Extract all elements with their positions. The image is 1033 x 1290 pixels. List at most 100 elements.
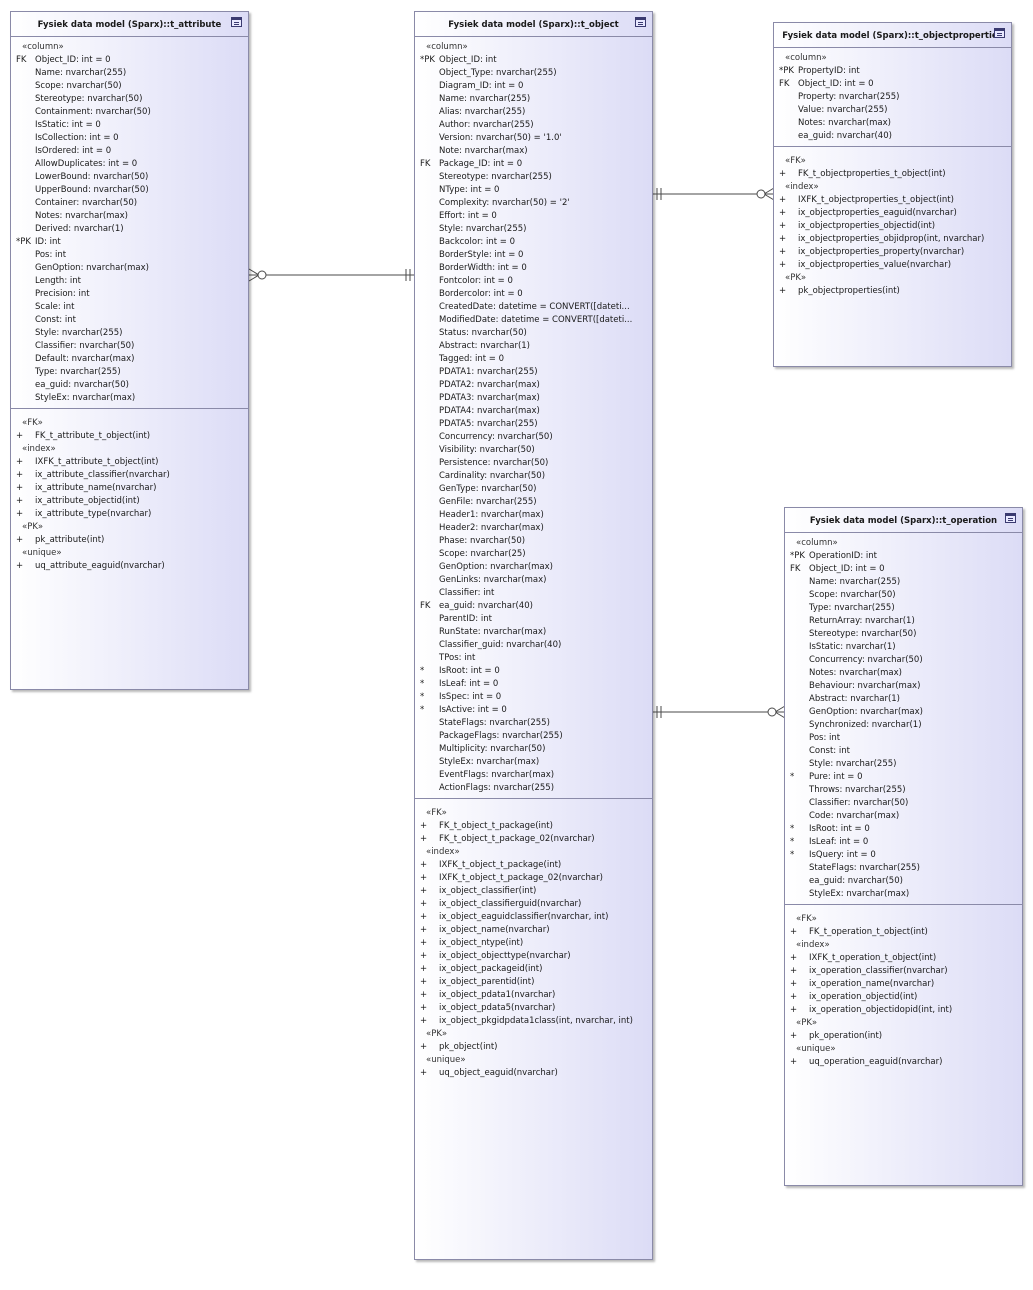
operation-row[interactable]: +FK_t_attribute_t_object(int) [11, 430, 248, 443]
column-row[interactable]: Persistence: nvarchar(50) [415, 457, 652, 470]
column-row[interactable]: Backcolor: int = 0 [415, 236, 652, 249]
operation-row[interactable]: +IXFK_t_object_t_package(int) [415, 859, 652, 872]
column-row[interactable]: *IsRoot: int = 0 [785, 823, 1022, 836]
operation-row[interactable]: +ix_attribute_classifier(nvarchar) [11, 469, 248, 482]
column-row[interactable]: BorderWidth: int = 0 [415, 262, 652, 275]
column-row[interactable]: Note: nvarchar(max) [415, 145, 652, 158]
column-row[interactable]: BorderStyle: int = 0 [415, 249, 652, 262]
column-row[interactable]: StateFlags: nvarchar(255) [785, 862, 1022, 875]
column-row[interactable]: Classifier_guid: nvarchar(40) [415, 639, 652, 652]
column-row[interactable]: Derived: nvarchar(1) [11, 223, 248, 236]
operation-row[interactable]: +ix_operation_objectid(int) [785, 991, 1022, 1004]
column-row[interactable]: Container: nvarchar(50) [11, 197, 248, 210]
column-row[interactable]: Author: nvarchar(255) [415, 119, 652, 132]
column-row[interactable]: Name: nvarchar(255) [785, 576, 1022, 589]
connector-objectproperties-object[interactable] [653, 187, 775, 201]
column-row[interactable]: Status: nvarchar(50) [415, 327, 652, 340]
column-row[interactable]: *Pure: int = 0 [785, 771, 1022, 784]
column-row[interactable]: IsOrdered: int = 0 [11, 145, 248, 158]
column-row[interactable]: ActionFlags: nvarchar(255) [415, 782, 652, 795]
column-row[interactable]: *IsQuery: int = 0 [785, 849, 1022, 862]
column-row[interactable]: Scope: nvarchar(50) [785, 589, 1022, 602]
column-row[interactable]: *IsActive: int = 0 [415, 704, 652, 717]
column-row[interactable]: ea_guid: nvarchar(50) [11, 379, 248, 392]
column-row[interactable]: Default: nvarchar(max) [11, 353, 248, 366]
column-row[interactable]: Scope: nvarchar(50) [11, 80, 248, 93]
column-row[interactable]: Classifier: nvarchar(50) [785, 797, 1022, 810]
column-row[interactable]: Stereotype: nvarchar(50) [11, 93, 248, 106]
column-row[interactable]: Name: nvarchar(255) [415, 93, 652, 106]
operation-row[interactable]: +uq_operation_eaguid(nvarchar) [785, 1056, 1022, 1069]
entity-t_objectproperties[interactable]: Fysiek data model (Sparx)::t_objectprope… [773, 22, 1012, 367]
column-row[interactable]: *IsSpec: int = 0 [415, 691, 652, 704]
operation-row[interactable]: +uq_object_eaguid(nvarchar) [415, 1067, 652, 1080]
column-row[interactable]: Object_Type: nvarchar(255) [415, 67, 652, 80]
operation-row[interactable]: +ix_attribute_name(nvarchar) [11, 482, 248, 495]
column-row[interactable]: Type: nvarchar(255) [11, 366, 248, 379]
column-row[interactable]: PDATA5: nvarchar(255) [415, 418, 652, 431]
operation-row[interactable]: +ix_object_classifier(int) [415, 885, 652, 898]
column-row[interactable]: GenOption: nvarchar(max) [11, 262, 248, 275]
column-row[interactable]: GenOption: nvarchar(max) [415, 561, 652, 574]
column-row[interactable]: Notes: nvarchar(max) [785, 667, 1022, 680]
column-row[interactable]: Containment: nvarchar(50) [11, 106, 248, 119]
column-row[interactable]: GenType: nvarchar(50) [415, 483, 652, 496]
column-row[interactable]: ea_guid: nvarchar(40) [774, 130, 1011, 143]
operation-row[interactable]: +ix_object_ntype(int) [415, 937, 652, 950]
operation-row[interactable]: +IXFK_t_operation_t_object(int) [785, 952, 1022, 965]
column-row[interactable]: StateFlags: nvarchar(255) [415, 717, 652, 730]
column-row[interactable]: Multiplicity: nvarchar(50) [415, 743, 652, 756]
column-row[interactable]: Stereotype: nvarchar(50) [785, 628, 1022, 641]
column-row[interactable]: Stereotype: nvarchar(255) [415, 171, 652, 184]
column-row[interactable]: Synchronized: nvarchar(1) [785, 719, 1022, 732]
column-row[interactable]: RunState: nvarchar(max) [415, 626, 652, 639]
column-row[interactable]: PDATA4: nvarchar(max) [415, 405, 652, 418]
column-row[interactable]: Scale: int [11, 301, 248, 314]
operation-row[interactable]: +ix_operation_objectidopid(int, int) [785, 1004, 1022, 1017]
column-row[interactable]: PackageFlags: nvarchar(255) [415, 730, 652, 743]
column-row[interactable]: Type: nvarchar(255) [785, 602, 1022, 615]
column-row[interactable]: Visibility: nvarchar(50) [415, 444, 652, 457]
column-row[interactable]: IsStatic: nvarchar(1) [785, 641, 1022, 654]
column-row[interactable]: Value: nvarchar(255) [774, 104, 1011, 117]
column-row[interactable]: Concurrency: nvarchar(50) [785, 654, 1022, 667]
column-row[interactable]: Alias: nvarchar(255) [415, 106, 652, 119]
column-row[interactable]: ModifiedDate: datetime = CONVERT([dateti… [415, 314, 652, 327]
column-row[interactable]: TPos: int [415, 652, 652, 665]
column-row[interactable]: Name: nvarchar(255) [11, 67, 248, 80]
column-row[interactable]: Concurrency: nvarchar(50) [415, 431, 652, 444]
column-row[interactable]: Scope: nvarchar(25) [415, 548, 652, 561]
column-row[interactable]: Effort: int = 0 [415, 210, 652, 223]
operation-row[interactable]: +ix_object_packageid(int) [415, 963, 652, 976]
column-row[interactable]: Throws: nvarchar(255) [785, 784, 1022, 797]
column-row[interactable]: Style: nvarchar(255) [785, 758, 1022, 771]
operation-row[interactable]: +pk_operation(int) [785, 1030, 1022, 1043]
column-row[interactable]: IsCollection: int = 0 [11, 132, 248, 145]
operation-row[interactable]: +FK_t_objectproperties_t_object(int) [774, 168, 1011, 181]
column-row[interactable]: StyleEx: nvarchar(max) [785, 888, 1022, 901]
column-row[interactable]: Length: int [11, 275, 248, 288]
column-row[interactable]: Style: nvarchar(255) [415, 223, 652, 236]
operation-row[interactable]: +IXFK_t_objectproperties_t_object(int) [774, 194, 1011, 207]
operation-row[interactable]: +ix_objectproperties_eaguid(nvarchar) [774, 207, 1011, 220]
column-row[interactable]: Notes: nvarchar(max) [774, 117, 1011, 130]
column-row[interactable]: Classifier: int [415, 587, 652, 600]
column-row[interactable]: IsStatic: int = 0 [11, 119, 248, 132]
column-row[interactable]: Fontcolor: int = 0 [415, 275, 652, 288]
column-row[interactable]: Version: nvarchar(50) = '1.0' [415, 132, 652, 145]
operation-row[interactable]: +FK_t_object_t_package_02(nvarchar) [415, 833, 652, 846]
column-row[interactable]: Phase: nvarchar(50) [415, 535, 652, 548]
column-row[interactable]: Complexity: nvarchar(50) = '2' [415, 197, 652, 210]
column-row[interactable]: ReturnArray: nvarchar(1) [785, 615, 1022, 628]
operation-row[interactable]: +ix_attribute_type(nvarchar) [11, 508, 248, 521]
column-row[interactable]: CreatedDate: datetime = CONVERT([dateti.… [415, 301, 652, 314]
column-row[interactable]: Abstract: nvarchar(1) [415, 340, 652, 353]
column-row[interactable]: NType: int = 0 [415, 184, 652, 197]
operation-row[interactable]: +ix_objectproperties_value(nvarchar) [774, 259, 1011, 272]
operation-row[interactable]: +ix_attribute_objectid(int) [11, 495, 248, 508]
column-row[interactable]: Const: int [11, 314, 248, 327]
